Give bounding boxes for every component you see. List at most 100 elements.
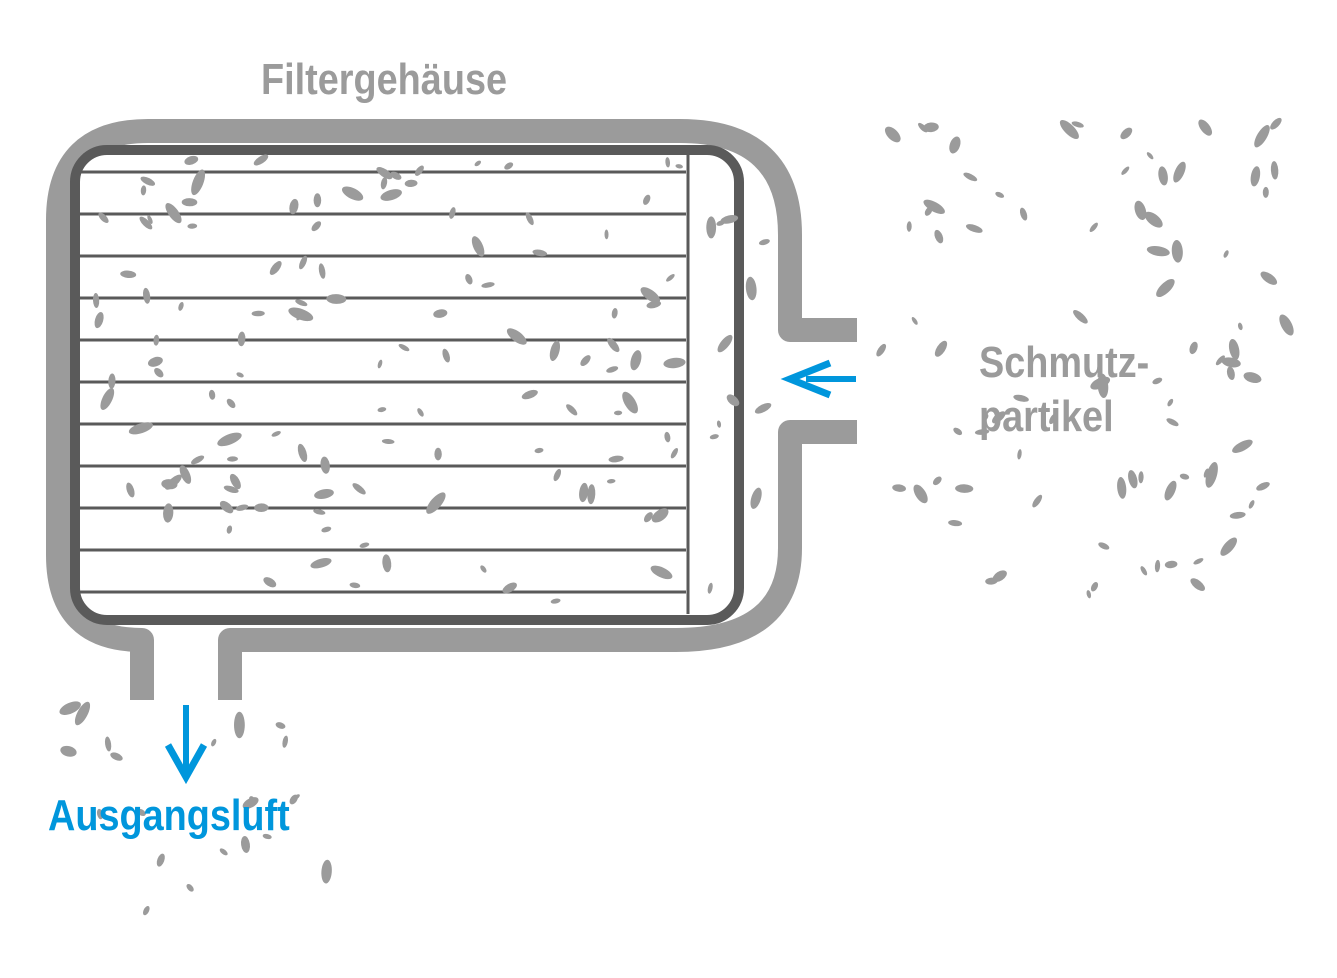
- dust-particle: [550, 598, 561, 604]
- dust-particle: [1260, 271, 1278, 285]
- dust-particle: [223, 485, 239, 494]
- dust-particle: [217, 432, 242, 447]
- dust-particle: [414, 165, 424, 176]
- dust-particle: [320, 456, 330, 474]
- dust-particle: [670, 448, 679, 459]
- dust-particle: [417, 408, 424, 417]
- dust-particle: [1019, 207, 1028, 221]
- dust-particle: [1215, 355, 1225, 366]
- dust-particle: [1059, 119, 1079, 140]
- dust-particle: [380, 189, 402, 201]
- dust-particle: [579, 482, 589, 503]
- inlet-label-line1: Schmutz-: [979, 338, 1150, 387]
- dust-particle: [237, 331, 246, 347]
- dust-particle: [580, 355, 591, 367]
- dust-particle: [521, 389, 538, 400]
- dust-particle: [289, 198, 299, 215]
- dust-particle: [923, 199, 945, 214]
- dust-particle: [720, 215, 739, 224]
- dust-particle: [191, 455, 205, 465]
- dust-particle: [1205, 462, 1218, 488]
- dust-particle: [480, 565, 487, 573]
- dust-particle: [465, 273, 473, 285]
- dust-particle: [953, 427, 963, 436]
- dust-particle: [630, 350, 642, 371]
- dust-particle: [525, 212, 534, 226]
- dust-particle: [474, 160, 482, 167]
- dust-particle: [380, 177, 388, 190]
- dust-particle: [191, 169, 206, 196]
- dust-particle: [433, 309, 448, 318]
- dust-particle: [913, 484, 928, 504]
- dust-particle: [1097, 373, 1109, 398]
- dust-particle: [186, 883, 194, 892]
- dust-particle: [1017, 449, 1022, 460]
- dust-particle: [434, 447, 442, 461]
- dust-particle: [390, 171, 402, 180]
- dust-particle: [234, 711, 245, 739]
- dust-particle: [299, 255, 308, 270]
- dust-particle: [126, 482, 135, 498]
- dust-particle: [1262, 186, 1269, 198]
- dust-particle: [911, 317, 918, 325]
- dust-particle: [1140, 566, 1148, 576]
- dust-particle: [948, 520, 963, 527]
- dust-particle: [321, 859, 332, 884]
- dust-particle: [98, 212, 109, 224]
- dust-particle: [104, 736, 112, 752]
- dust-particle: [60, 745, 77, 757]
- dust-particle: [156, 853, 165, 867]
- dust-particle: [716, 420, 722, 428]
- dust-particle: [96, 808, 104, 820]
- dust-particle: [94, 312, 104, 329]
- arrow-down-icon: [164, 705, 208, 785]
- dust-particle: [321, 526, 332, 533]
- dust-particle: [147, 356, 163, 367]
- dust-particle: [263, 577, 277, 588]
- dust-particle: [706, 216, 717, 239]
- dust-particle: [675, 164, 683, 169]
- dust-particle: [1256, 481, 1270, 491]
- dust-particle: [341, 186, 364, 201]
- arrow-left-icon: [780, 359, 856, 399]
- dust-particle: [178, 301, 184, 311]
- dust-particle: [549, 340, 561, 362]
- dust-particle: [587, 484, 596, 505]
- dust-particle: [211, 738, 217, 747]
- dust-particle: [404, 179, 418, 188]
- dust-particle: [318, 263, 326, 279]
- dust-particle: [120, 270, 137, 279]
- dust-particle: [607, 337, 620, 353]
- dust-particle: [253, 154, 269, 166]
- dust-particle: [892, 484, 906, 492]
- dust-particle: [955, 484, 974, 493]
- dust-particle: [666, 273, 675, 282]
- dust-particle: [663, 357, 686, 369]
- dust-particle: [1073, 310, 1088, 324]
- dust-particle: [1243, 372, 1262, 384]
- dust-particle: [147, 215, 153, 224]
- dust-particle: [314, 489, 334, 499]
- dust-particle: [140, 185, 147, 196]
- dust-particle: [750, 487, 762, 509]
- dust-particle: [208, 389, 216, 400]
- dust-particle: [726, 394, 740, 407]
- dust-particle: [876, 343, 887, 357]
- dust-particle: [1128, 470, 1138, 489]
- dust-particle: [1189, 341, 1198, 355]
- dust-particle: [165, 474, 182, 490]
- dust-particle: [442, 348, 450, 363]
- dust-particle: [1117, 477, 1127, 499]
- dust-particle: [100, 388, 115, 410]
- dust-particle: [1221, 357, 1241, 368]
- dust-particle: [426, 492, 446, 514]
- dust-particle: [992, 411, 1006, 424]
- dust-particle: [745, 276, 757, 301]
- dust-particle: [140, 176, 156, 186]
- dust-particle: [251, 310, 265, 317]
- dust-particle: [269, 261, 282, 275]
- dust-particle: [1049, 413, 1058, 425]
- dust-particle: [717, 334, 733, 353]
- dust-particle: [1237, 322, 1243, 331]
